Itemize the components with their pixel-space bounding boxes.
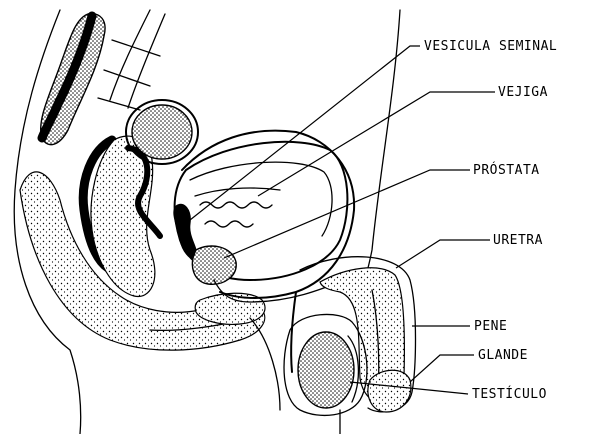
bladder-inner (190, 162, 332, 236)
vas-deferens-descending (291, 292, 296, 372)
label-prostata: PRÓSTATA (473, 162, 540, 178)
glans (368, 370, 411, 412)
testicle (298, 332, 354, 408)
bladder-wavy (200, 202, 272, 227)
label-testiculo: TESTÍCULO (472, 386, 547, 402)
prostate (192, 246, 236, 284)
leader-vejiga (258, 92, 495, 196)
leader-glande (410, 355, 474, 382)
leader-uretra (396, 240, 490, 268)
label-vejiga: VEJIGA (498, 85, 548, 100)
spine-segments (98, 10, 165, 110)
sigmoid-colon (132, 105, 192, 159)
label-pene: PENE (474, 319, 507, 334)
label-glande: GLANDE (478, 348, 528, 363)
label-vesicula-seminal: VESICULA SEMINAL (424, 39, 557, 54)
leader-vesicula (190, 46, 420, 220)
label-uretra: URETRA (493, 233, 543, 248)
abdomen-outline (360, 10, 400, 290)
